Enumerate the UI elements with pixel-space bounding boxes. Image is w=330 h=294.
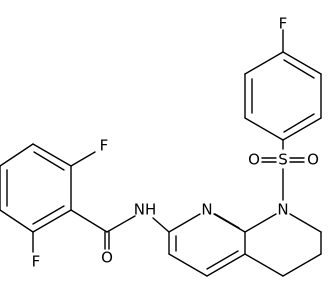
- bond: [214, 213, 240, 229]
- atom-amide-nh: NH: [134, 201, 157, 219]
- atom-labels: F F F S O O N N NH O: [32, 15, 319, 271]
- bond: [32, 205, 65, 225]
- bond: [32, 209, 72, 233]
- bond: [70, 151, 96, 167]
- atom-ring-n-right: N: [277, 201, 288, 219]
- bond: [70, 209, 108, 233]
- bond: [168, 213, 201, 233]
- bond: [244, 213, 277, 233]
- bond: [152, 217, 170, 233]
- bond: [282, 51, 322, 75]
- bond: [0, 209, 34, 233]
- bond: [282, 253, 322, 277]
- atom-oxygen-right: O: [307, 151, 319, 169]
- bond: [168, 253, 208, 277]
- atom-carbonyl-o: O: [101, 249, 113, 267]
- atom-ring-n-left: N: [201, 201, 212, 219]
- atom-f-para: F: [279, 15, 288, 33]
- bond: [33, 151, 65, 171]
- bond: [206, 250, 239, 270]
- bond: [0, 143, 34, 167]
- bonds: [0, 29, 322, 277]
- bond: [283, 59, 315, 79]
- bond: [244, 253, 284, 277]
- bond: [282, 117, 322, 141]
- bond: [206, 253, 246, 277]
- atom-sulfur: S: [278, 151, 288, 169]
- bond: [244, 117, 284, 141]
- atom-f-upper: F: [100, 137, 109, 155]
- bond: [289, 213, 322, 233]
- atom-f-lower: F: [32, 253, 41, 271]
- bond: [32, 143, 72, 167]
- bond: [106, 215, 136, 233]
- bond: [244, 51, 284, 75]
- atom-oxygen-left: O: [248, 151, 260, 169]
- bond: [283, 113, 315, 133]
